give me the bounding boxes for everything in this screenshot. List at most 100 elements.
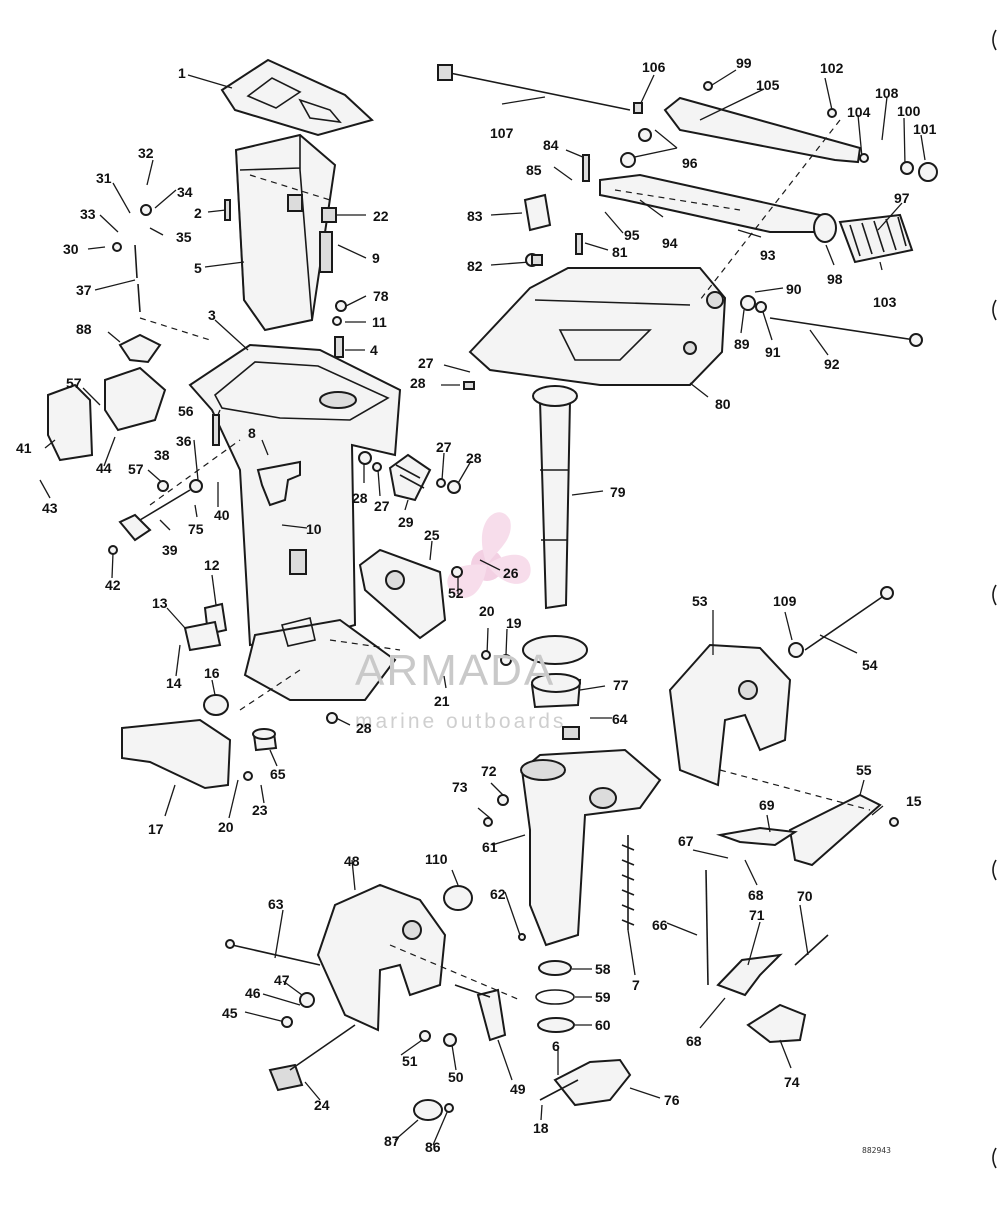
watermark-tagline: marine outboards — [355, 710, 566, 733]
part-mount-8 — [256, 460, 301, 507]
callout-label: 87 — [384, 1133, 400, 1149]
part-exhaust-housing — [234, 133, 337, 332]
callout-label: 61 — [482, 839, 498, 855]
callout-label: 88 — [76, 321, 92, 337]
callout-label: 8 — [248, 425, 256, 441]
callout-label: 43 — [42, 500, 58, 516]
callout-label: 77 — [613, 677, 629, 693]
part-bracket-25 — [358, 548, 447, 640]
callout-label: 3 — [208, 307, 216, 323]
part-plate-55 — [788, 793, 882, 867]
callout-label: 59 — [595, 989, 611, 1005]
part-tiller-arm-94 — [599, 173, 822, 233]
callout-labels: 1 2 3 4 5 6 7 8 9 10 11 12 13 14 15 16 1… — [16, 55, 937, 1155]
callout-label: 108 — [875, 85, 899, 101]
callout-label: 15 — [906, 793, 922, 809]
callout-label: 84 — [543, 137, 559, 153]
callout-label: 42 — [105, 577, 121, 593]
part-steering-shaft — [532, 385, 578, 610]
callout-label: 63 — [268, 896, 284, 912]
callout-label: 31 — [96, 170, 112, 186]
callout-label: 69 — [759, 797, 775, 813]
callout-label: 104 — [847, 104, 871, 120]
callout-label: 40 — [214, 507, 230, 523]
callout-label: 13 — [152, 595, 168, 611]
callout-label: 22 — [373, 208, 389, 224]
callout-label: 54 — [862, 657, 878, 673]
callout-label: 28 — [356, 720, 372, 736]
callout-label: 93 — [760, 247, 776, 263]
callout-label: 27 — [374, 498, 390, 514]
callout-label: 7 — [632, 977, 640, 993]
callout-label: 105 — [756, 77, 780, 93]
callout-label: 9 — [372, 250, 380, 266]
callout-label: 49 — [510, 1081, 526, 1097]
callout-label: 11 — [372, 314, 387, 330]
part-pin-70 — [794, 934, 829, 966]
callout-label: 19 — [506, 615, 522, 631]
callout-label: 55 — [856, 762, 872, 778]
part-clamp-screw — [268, 1024, 356, 1092]
callout-label: 76 — [664, 1092, 680, 1108]
callout-label: 68 — [686, 1033, 702, 1049]
callout-label: 28 — [410, 375, 426, 391]
part-disc-87 — [413, 1099, 443, 1121]
part-gasket — [220, 58, 374, 137]
callout-label: 95 — [624, 227, 640, 243]
part-midsection-housing — [188, 343, 402, 701]
callout-label: 58 — [595, 961, 611, 977]
callout-label: 101 — [913, 121, 937, 137]
page-edge-marks — [992, 29, 997, 1169]
part-cap — [252, 728, 278, 752]
callout-label: 80 — [715, 396, 731, 412]
part-rod-66 — [705, 869, 709, 986]
callout-label: 52 — [448, 585, 464, 601]
callout-label: 21 — [434, 693, 450, 709]
callout-label: 100 — [897, 103, 921, 119]
part-rod-107 — [437, 64, 631, 111]
callout-label: 27 — [418, 355, 434, 371]
part-pins-37 — [134, 244, 141, 313]
part-lever-74 — [746, 1003, 807, 1044]
callout-label: 48 — [344, 853, 360, 869]
callout-label: 72 — [481, 763, 497, 779]
part-knob-110 — [443, 885, 473, 911]
callout-label: 20 — [218, 819, 234, 835]
callout-label: 1 — [178, 65, 186, 81]
callout-label: 71 — [749, 907, 765, 923]
callout-label: 65 — [270, 766, 286, 782]
callout-label: 28 — [466, 450, 482, 466]
watermark-brand: ARMADA — [355, 646, 555, 695]
callout-label: 91 — [765, 344, 781, 360]
callout-label: 81 — [612, 244, 628, 260]
callout-label: 51 — [402, 1053, 418, 1069]
callout-label: 53 — [692, 593, 708, 609]
callout-label: 50 — [448, 1069, 464, 1085]
part-plate-44 — [104, 366, 167, 432]
part-lever-83 — [523, 193, 552, 232]
callout-label: 57 — [66, 375, 82, 391]
part-collar-98 — [813, 213, 837, 243]
callout-label: 67 — [678, 833, 694, 849]
part-grip-97 — [838, 213, 914, 264]
callout-label: 57 — [128, 461, 144, 477]
part-bolt-63 — [225, 939, 321, 966]
callout-label: 45 — [222, 1005, 238, 1021]
callout-label: 20 — [479, 603, 495, 619]
callout-label: 64 — [612, 711, 628, 727]
part-stern-bracket-53 — [668, 643, 792, 787]
callout-label: 23 — [252, 802, 268, 818]
callout-label: 46 — [245, 985, 261, 1001]
callout-label: 10 — [306, 521, 322, 537]
part-bolt-54 — [804, 586, 894, 651]
part-plate-13 — [183, 620, 222, 652]
part-stern-bracket-48 — [316, 883, 447, 1032]
callout-label: 16 — [204, 665, 220, 681]
part-rings — [535, 960, 575, 1033]
callout-label: 29 — [398, 514, 414, 530]
callout-label: 99 — [736, 55, 752, 71]
callout-label: 96 — [682, 155, 698, 171]
alignment-line — [139, 119, 871, 1001]
part-rod-92 — [769, 317, 923, 347]
callout-label: 109 — [773, 593, 797, 609]
